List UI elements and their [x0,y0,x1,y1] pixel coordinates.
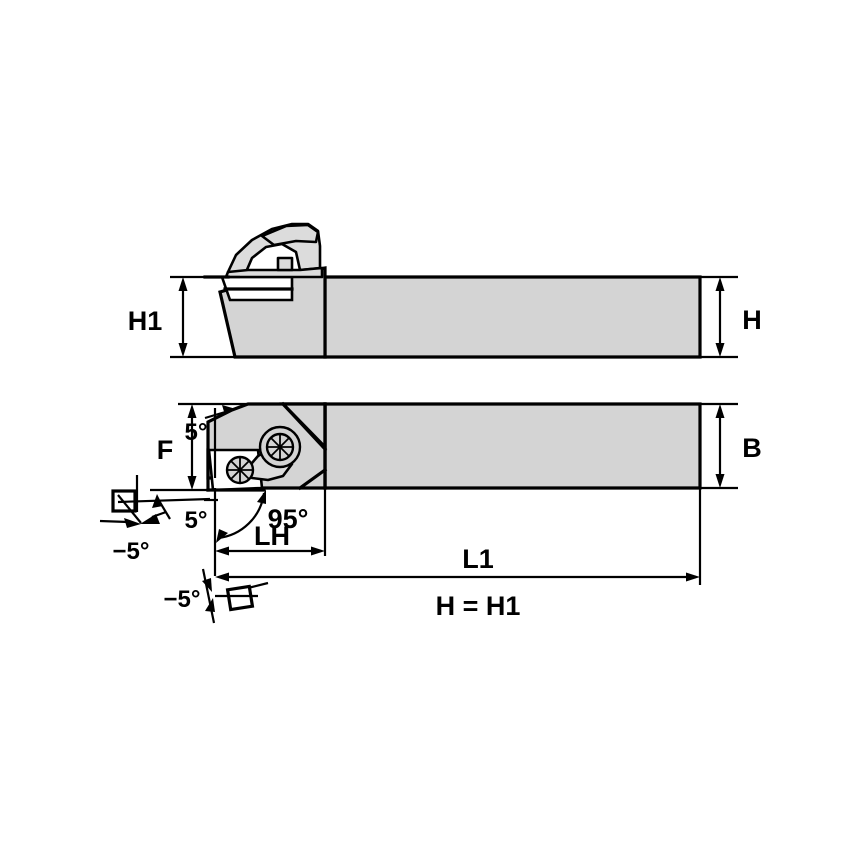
lh-arrow-right [311,546,325,556]
annotation-neg-angle-lower: −5° [164,568,269,624]
neg-lower-label: −5° [164,586,201,613]
h-arrow-bottom [715,343,725,357]
insert-screw-cross-d2 [230,460,250,480]
h1-arrow-top [178,277,188,291]
side-view-shank-body [323,275,702,359]
h1-arrow-bottom [178,343,188,357]
top-view-head-bevel-line [280,401,328,452]
l1-arrow-left [215,572,229,582]
neg-lower-edge-line [247,581,269,590]
annotation-lead-angle: 95° [213,488,309,576]
rake-side-label: 5° [185,507,208,534]
side-view-clamp-screw-boss [276,256,294,272]
annotation-rake-side: 5° [117,494,218,534]
h-arrow-top [715,277,725,291]
neg-lower-tilt-line [201,568,216,624]
lead-angle-arrow-right [257,490,266,504]
lh-label: LH [254,521,290,551]
neg-upper-label: −5° [113,538,150,565]
l1-label: L1 [462,544,494,574]
f-arrow-top [187,404,197,418]
neg-lower-arrow-down [205,598,215,612]
lead-angle-label: 95° [268,504,309,534]
side-view-group: H1 H [128,222,762,359]
dimension-h1: H1 [128,275,240,359]
annotation-neg-angle-upper: −5° [99,475,167,565]
b-arrow-bottom [715,474,725,488]
rake-top-arrow [222,405,236,415]
top-view-shank-body [323,402,702,490]
top-view-clamp-screw [258,425,302,469]
clamp-screw-cross-d2 [270,437,290,457]
b-label: B [742,433,762,463]
l1-arrow-right [686,572,700,582]
rake-side-horizontal-ref [117,497,211,504]
top-view-head-lower-bevel-line [297,467,328,491]
dimension-b: B [700,402,762,490]
top-view-insert-screw [225,455,255,485]
side-view-clamp-lobe [260,223,320,247]
dimension-h: H [700,275,762,359]
neg-lower-arrow-up [202,578,212,592]
annotation-rake-top: 5° [185,405,236,478]
lead-angle-arrow-left [216,529,228,543]
neg-upper-arrow-tail-right [151,510,167,519]
top-view-group: F 5° 95° LH [99,401,762,624]
f-label: F [157,435,174,465]
neg-upper-insert-square [111,489,137,513]
dimension-f: F [150,402,248,492]
h-label: H [742,305,762,335]
neg-upper-arrow-tail-left [99,519,129,524]
h1-label: H1 [128,306,163,336]
b-arrow-top [715,404,725,418]
h-equals-h1-label: H = H1 [436,591,521,621]
dimension-lh: LH [215,488,327,556]
f-arrow-bottom [187,476,197,490]
rake-top-label: 5° [185,419,208,446]
neg-lower-insert-square [225,584,255,612]
neg-upper-arrow-left [124,518,141,528]
rake-side-arrow [152,494,163,508]
lh-arrow-left [215,546,229,556]
neg-upper-tilt-line [117,494,142,524]
dimension-l1: L1 [215,488,702,585]
